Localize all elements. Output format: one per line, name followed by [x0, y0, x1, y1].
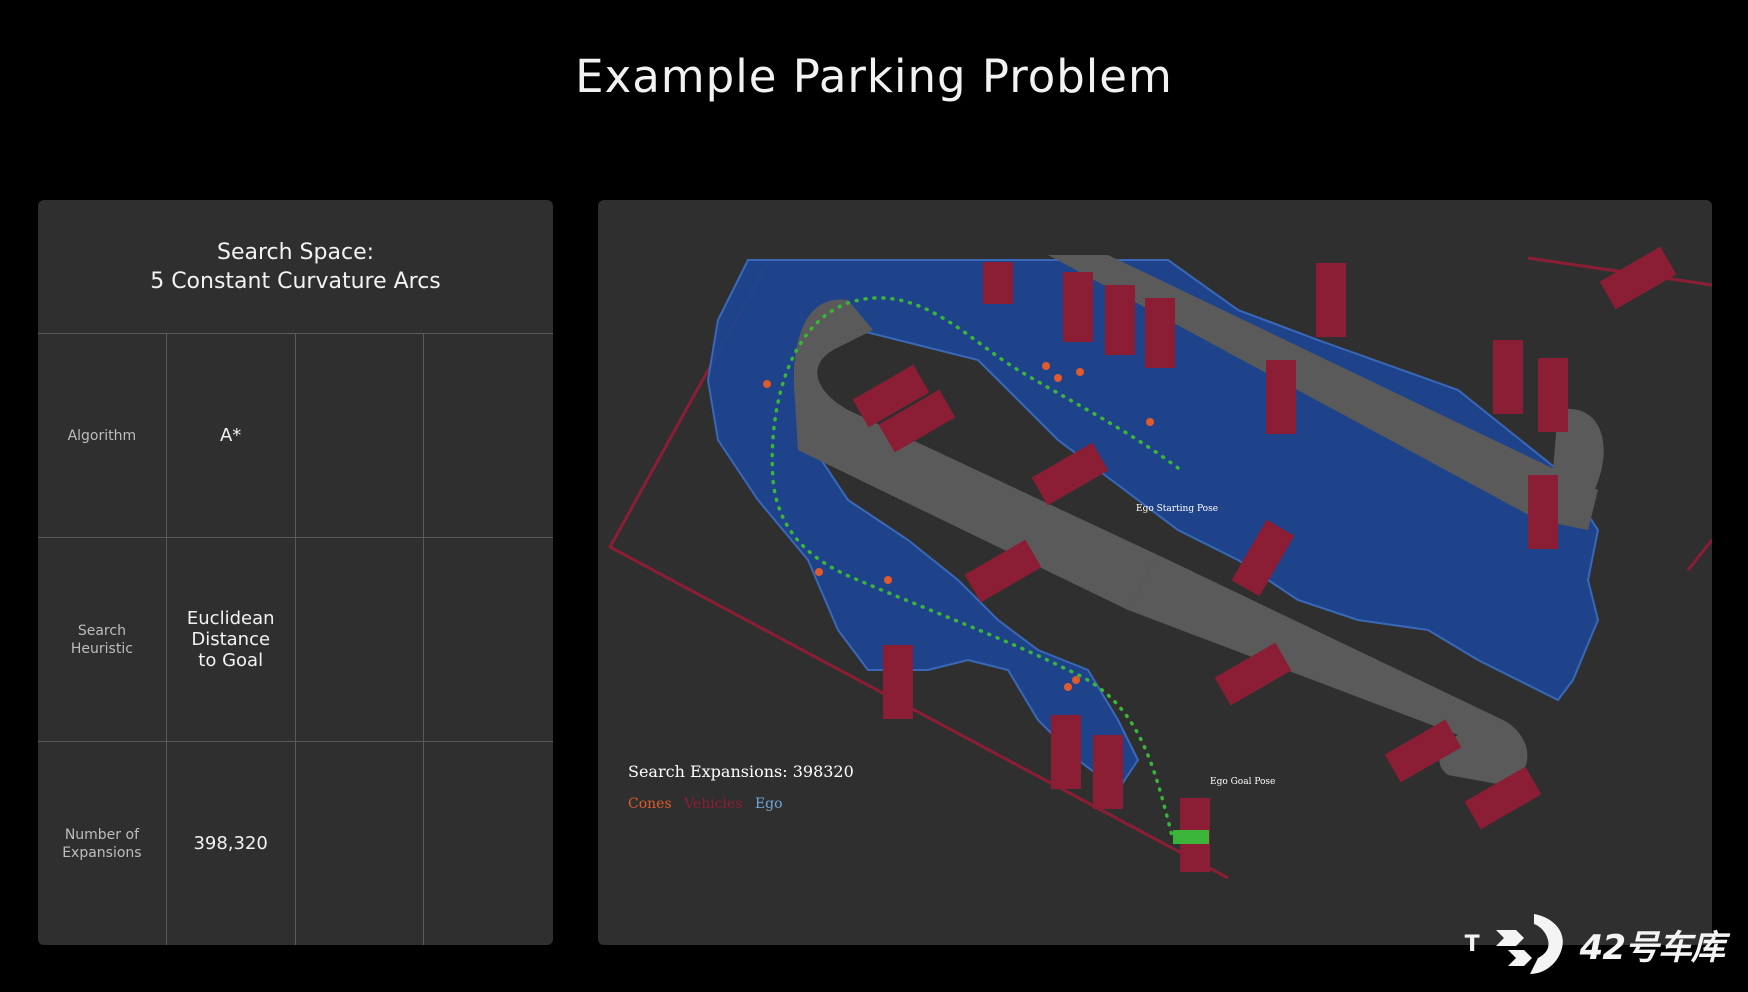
parking-lot-visualization: Ego Starting Pose Ego Goal Pose Search E…	[607, 246, 1712, 880]
tesla-t-glyph: T	[1464, 931, 1480, 957]
header-line-1: Search Space:	[216, 239, 375, 265]
row-label: Search Heuristic	[38, 538, 167, 741]
cone	[1146, 418, 1154, 426]
vehicle	[1493, 340, 1523, 414]
cone	[763, 380, 771, 388]
watermark: T 42号车库	[1464, 912, 1725, 976]
vehicle	[883, 645, 913, 719]
legend: Cones Vehicles Ego	[628, 796, 783, 812]
legend-vehicles: Vehicles	[683, 796, 742, 812]
empty-cell	[424, 334, 553, 537]
empty-cell	[296, 538, 425, 741]
panel-header: Search Space: 5 Constant Curvature Arcs	[38, 200, 553, 334]
row-value: 398,320	[167, 742, 296, 945]
header-line-2: 5 Constant Curvature Arcs	[150, 268, 441, 294]
row-number-of-expansions: Number of Expansions 398,320	[38, 741, 553, 945]
cone	[1072, 676, 1080, 684]
vehicle	[1145, 298, 1175, 368]
row-value: A*	[167, 334, 296, 537]
goal-pose-marker	[1173, 830, 1209, 844]
vehicle	[1105, 285, 1135, 355]
vehicle	[1093, 735, 1123, 809]
row-label: Algorithm	[38, 334, 167, 537]
legend-ego: Ego	[755, 796, 783, 812]
slide-title: Example Parking Problem	[575, 50, 1173, 103]
search-expansions-counter: Search Expansions: 398320	[628, 762, 854, 781]
tesla-arrow-logo-icon	[1495, 914, 1563, 974]
cones	[763, 362, 1154, 691]
ego-goal-label: Ego Goal Pose	[1210, 777, 1275, 787]
vehicle	[852, 364, 930, 428]
vehicle	[878, 389, 956, 453]
drive-lane-loop	[793, 299, 1158, 610]
row-label: Number of Expansions	[38, 742, 167, 945]
vehicle	[1538, 358, 1568, 432]
cone	[815, 568, 823, 576]
vehicle	[1231, 519, 1295, 597]
vehicle	[1464, 766, 1542, 830]
vehicle	[983, 262, 1013, 304]
drive-lane-upper	[1048, 255, 1598, 530]
ego-start-label: Ego Starting Pose	[1136, 504, 1218, 514]
cone	[1054, 374, 1062, 382]
search-visualization-panel: Ego Starting Pose Ego Goal Pose Search E…	[598, 200, 1712, 945]
empty-cell	[424, 538, 553, 741]
drive-lane-right-end	[1547, 408, 1604, 517]
vehicle	[1599, 246, 1677, 310]
vehicle	[1063, 272, 1093, 342]
drive-lane-lower	[1128, 555, 1528, 785]
vehicle	[1031, 442, 1109, 506]
row-value: Euclidean Distance to Goal	[167, 538, 296, 741]
row-algorithm: Algorithm A*	[38, 334, 553, 537]
vehicle	[1051, 715, 1081, 789]
vehicle	[1384, 719, 1462, 783]
vehicle	[1316, 263, 1346, 337]
watermark-text: 42号车库	[1579, 927, 1725, 968]
parked-vehicles	[852, 246, 1677, 872]
cone	[1064, 683, 1072, 691]
row-search-heuristic: Search Heuristic Euclidean Distance to G…	[38, 537, 553, 741]
cone	[1076, 368, 1084, 376]
planned-path	[770, 296, 1180, 842]
vehicle	[1528, 475, 1558, 549]
empty-cell	[296, 334, 425, 537]
vehicle	[1266, 360, 1296, 434]
legend-cones: Cones	[628, 796, 672, 812]
cone	[884, 576, 892, 584]
empty-cell	[424, 742, 553, 945]
results-grid: Algorithm A* Search Heuristic Euclidean …	[38, 334, 553, 945]
vehicle	[964, 539, 1042, 603]
lot-boundary-right-lower	[1686, 539, 1712, 571]
empty-cell	[296, 742, 425, 945]
search-summary-panel: Search Space: 5 Constant Curvature Arcs …	[38, 200, 553, 945]
cone	[1042, 362, 1050, 370]
vehicle	[1214, 642, 1292, 706]
